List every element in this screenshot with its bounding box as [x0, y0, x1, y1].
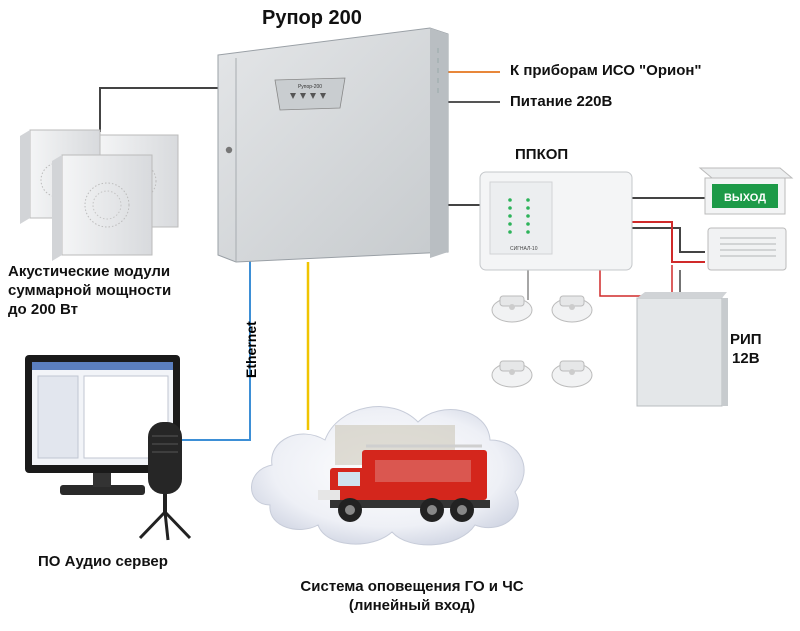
microphone-icon: [138, 422, 192, 541]
label-acoustic-line1: Акустические модули: [8, 263, 171, 280]
exit-sign-icon: ВЫХОД: [698, 167, 794, 215]
panel-name: Рупор-200: [298, 84, 322, 90]
exit-label: ВЫХОД: [724, 192, 766, 204]
label-alert-system: Система оповещения ГО и ЧС (линейный вхо…: [262, 578, 562, 616]
siren-icon: [707, 227, 787, 271]
ppkop-model: СИГНАЛ-10: [510, 246, 538, 252]
label-iso-orion: К приборам ИСО "Орион": [510, 62, 702, 79]
line-siren: [632, 227, 705, 253]
label-acoustic-line3: до 200 Вт: [8, 300, 79, 318]
line-red-1: [632, 221, 705, 263]
smoke-detector-icon: [491, 295, 593, 388]
panel-led-icons: [290, 93, 326, 99]
label-rip: РИП 12В: [730, 331, 762, 369]
title-rupor: Рупор 200: [262, 7, 362, 29]
monitor-icon: [25, 355, 180, 495]
fire-truck-icon: [318, 444, 490, 522]
line-red-2: [599, 265, 673, 297]
rupor-cabinet: Рупор-200: [217, 27, 449, 263]
label-acoustic: Акустические модули суммарной мощности д…: [8, 263, 171, 319]
label-rip-line1: РИП: [730, 331, 762, 348]
line-ethernet: [175, 255, 251, 441]
label-ppkop: ППКОП: [515, 146, 569, 163]
label-alert-line2: (линейный вход): [348, 596, 476, 614]
ppkop-leds: [508, 198, 530, 234]
power-supply-icon: [636, 292, 728, 407]
label-ethernet: Ethernet: [243, 321, 259, 378]
label-audio-server: ПО Аудио сервер: [38, 553, 168, 570]
line-speakers: [99, 87, 218, 132]
lock-icon: [225, 146, 233, 154]
ppkop-device: СИГНАЛ-10: [479, 171, 633, 271]
label-acoustic-line2: суммарной мощности: [8, 281, 172, 299]
connections: [99, 71, 705, 441]
label-power: Питание 220В: [510, 93, 613, 110]
speaker-icon: [20, 129, 179, 261]
label-rip-line2: 12В: [732, 349, 760, 367]
label-alert-line1: Система оповещения ГО и ЧС: [300, 578, 524, 595]
